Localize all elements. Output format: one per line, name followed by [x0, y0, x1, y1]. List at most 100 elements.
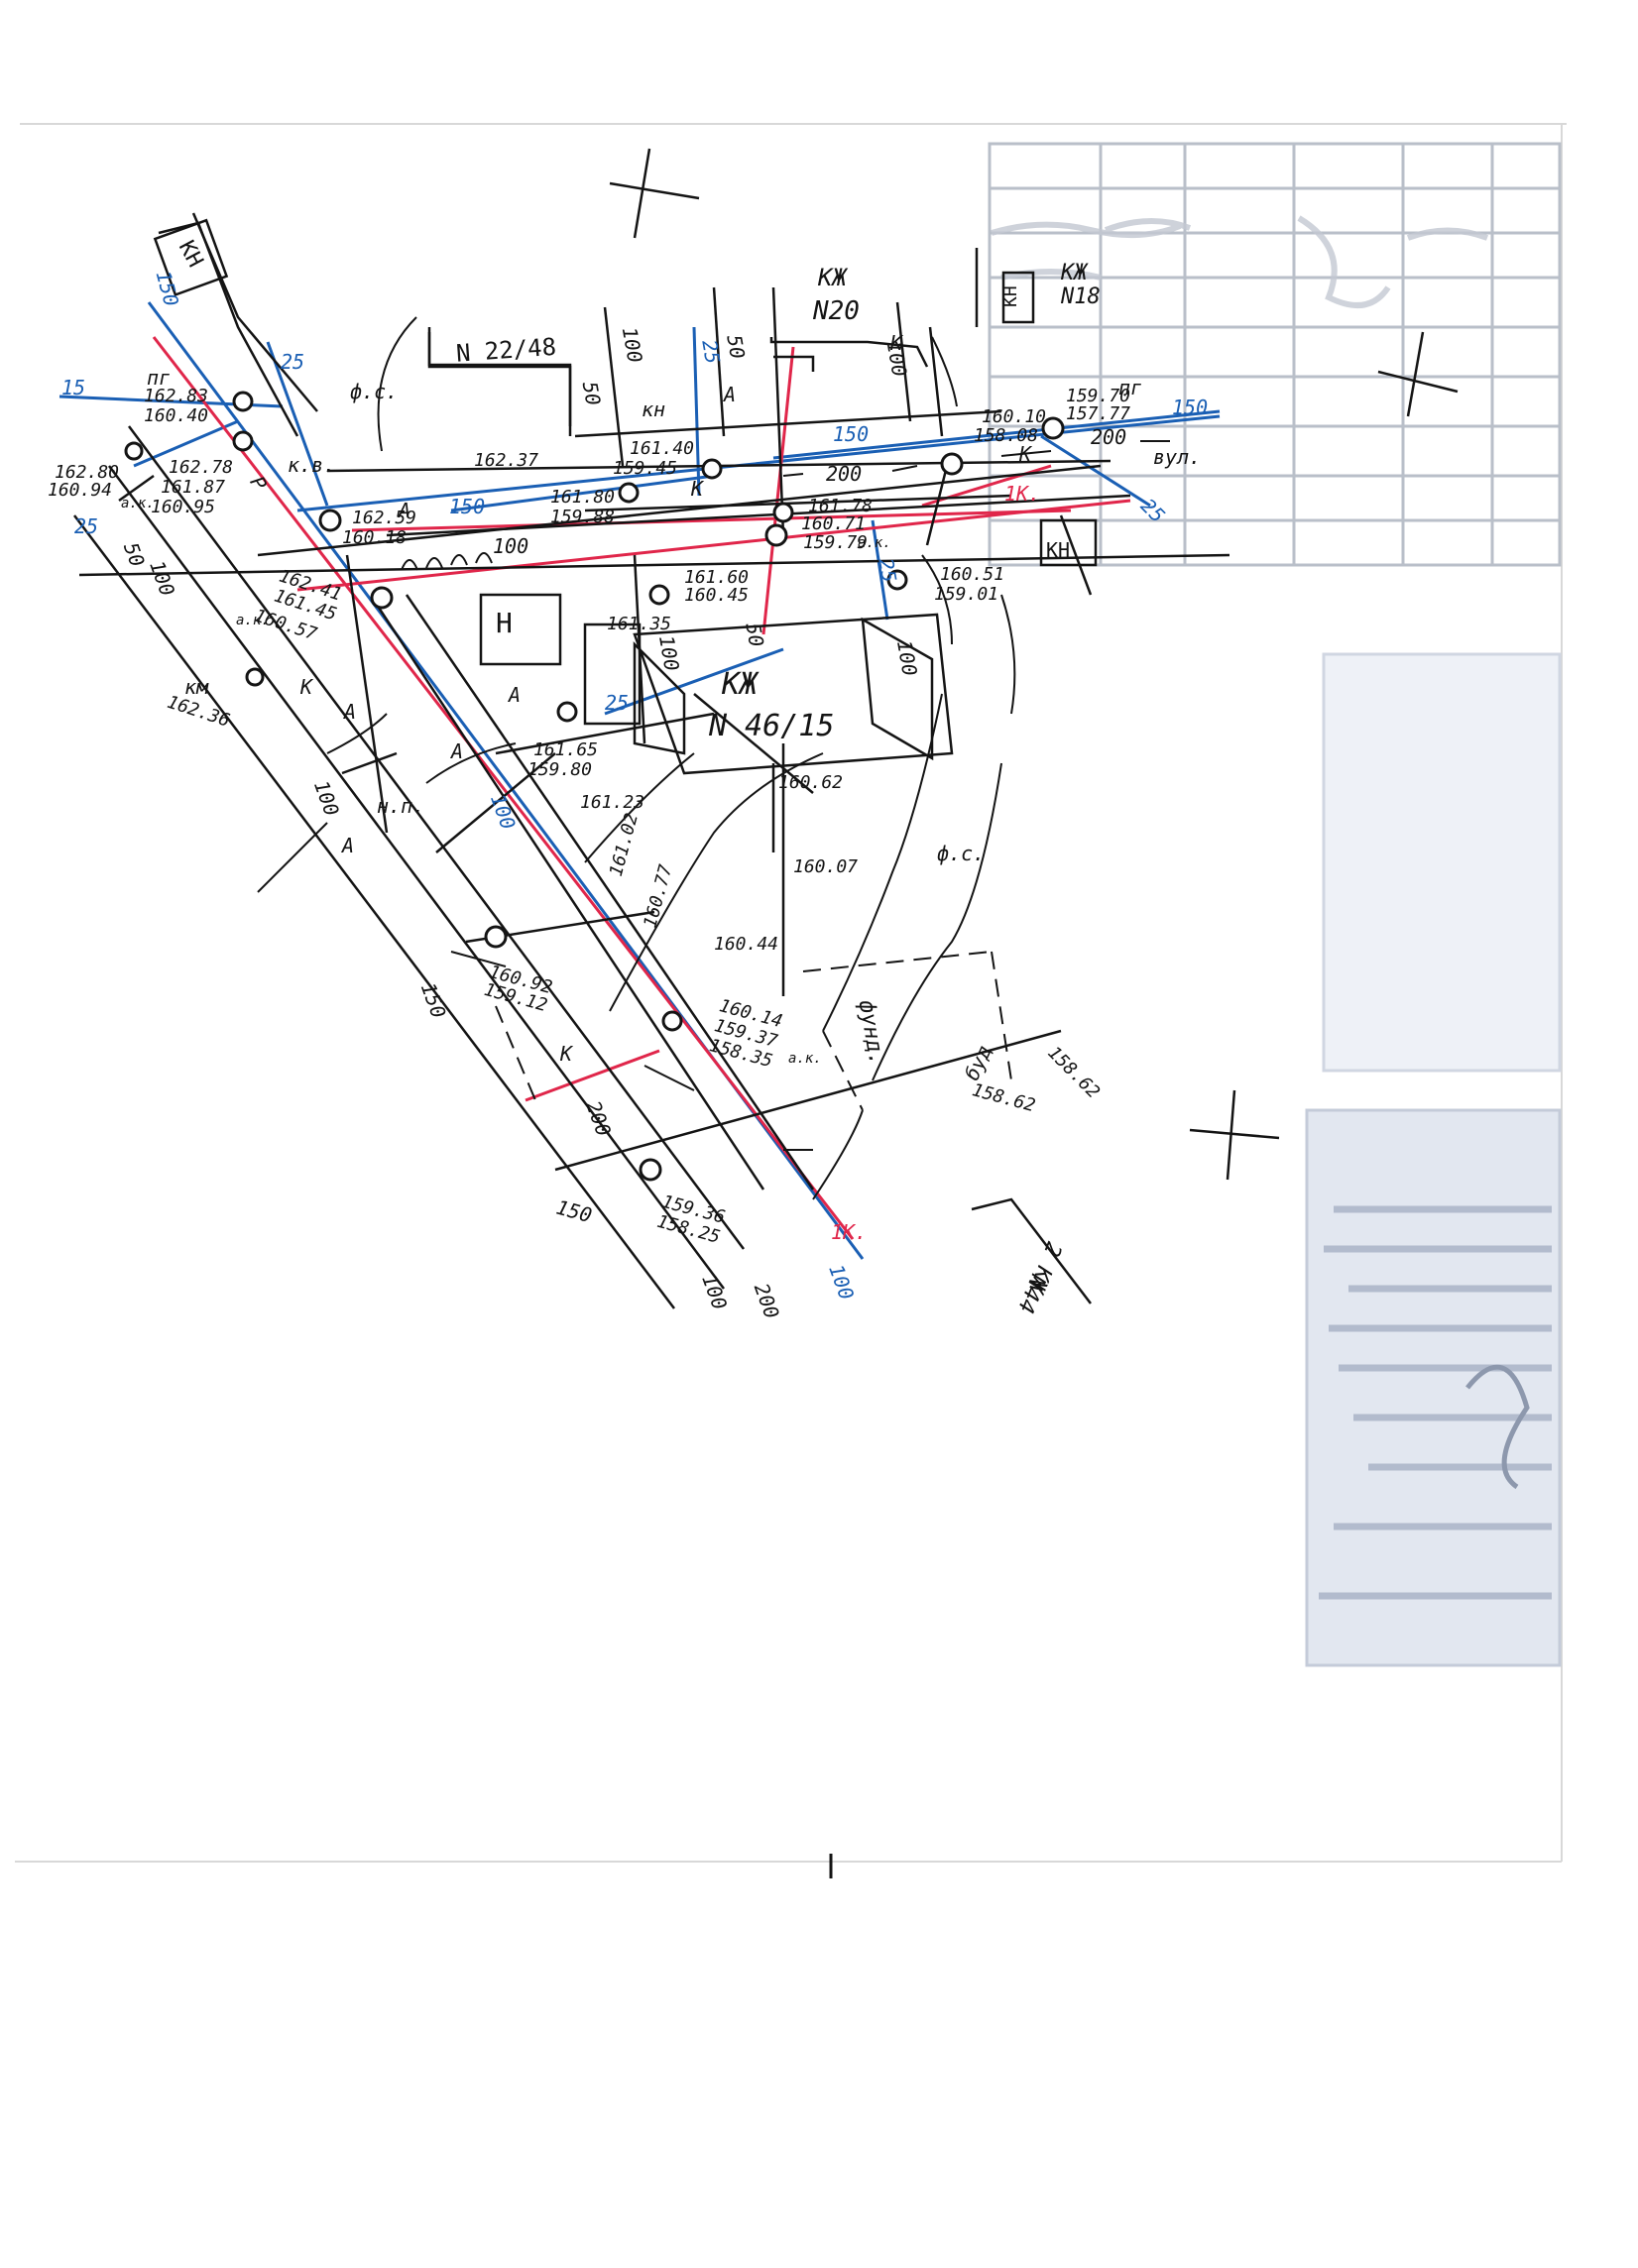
- building-labels: КН N 22/48 КЖ N20 КЖ N18 КН КН кн Н КЖ N…: [174, 237, 1101, 1316]
- building-outlines: [153, 218, 1098, 1304]
- elev-31: 161.65: [533, 739, 598, 760]
- elev-32: 159.80: [527, 759, 592, 780]
- elev-25: 160.10: [982, 406, 1046, 427]
- label-main-type: КЖ: [721, 667, 760, 702]
- elev-20: 160.45: [684, 585, 749, 606]
- pipe-d25-c: 25: [697, 338, 725, 366]
- elev-18: 159.88: [550, 507, 615, 527]
- label-kn-top-left: КН: [174, 237, 208, 272]
- sym-k5: К: [889, 331, 904, 355]
- street-and-parcel-lines: [73, 212, 1230, 1309]
- elev-19: 161.60: [684, 567, 749, 588]
- elev-36: 160.77: [640, 862, 676, 930]
- label-kn-mid: кн: [642, 397, 665, 421]
- elev-9: 160.18: [342, 527, 407, 548]
- sym-kv: к.в.: [288, 453, 335, 477]
- elev-2: 160.40: [144, 405, 208, 426]
- sym-a1: А: [397, 499, 410, 522]
- elev-35: 161.02: [606, 811, 643, 878]
- label-kzh-n18-type: КЖ: [1060, 261, 1089, 285]
- sheet-border: [15, 123, 1567, 1863]
- pipe-d100-i: 100: [697, 1271, 732, 1312]
- sym-k3: К: [1018, 442, 1033, 466]
- elev-34: 160.62: [778, 772, 843, 793]
- label-kn-n18: КН: [1000, 285, 1021, 307]
- sym-a6: А: [340, 834, 354, 857]
- symbol-labels: пг пг ф.с. ф.с. к.в. Р А А А А А А К К К…: [121, 331, 1201, 1244]
- pipe-d25-a: 25: [281, 350, 304, 374]
- faded-title-block: [988, 142, 1562, 567]
- elev-22: 161.78: [808, 496, 873, 516]
- sym-bud: буд: [960, 1042, 996, 1084]
- pipe-d100-b: 100: [493, 534, 528, 558]
- elev-3: 162.78: [169, 457, 233, 478]
- red-sewer-lines: [152, 336, 1131, 1240]
- elev-15: 161.40: [630, 438, 694, 459]
- sym-ak-d: а.к.: [788, 1051, 822, 1067]
- sym-k-red-a: 1К.: [1004, 482, 1040, 506]
- sym-ak-a: а.к.: [121, 496, 155, 511]
- pipe-d15: 15: [61, 376, 85, 399]
- sym-ak-c: а.к.: [858, 535, 891, 551]
- elev-28: 157.77: [1066, 403, 1130, 424]
- elev-45: 158.62: [970, 1079, 1037, 1116]
- label-kzh-n20-num: N20: [812, 296, 860, 326]
- sym-k-red-b: 1К.: [831, 1220, 867, 1244]
- pipe-d150-f: 150: [553, 1195, 594, 1228]
- pipe-d50-b: 50: [578, 380, 606, 407]
- elev-38: 160.44: [714, 934, 778, 955]
- sym-k1: К: [299, 675, 314, 699]
- elev-24: 159.79: [803, 532, 868, 553]
- elev-33: 161.23: [580, 792, 644, 813]
- sym-fs-a: ф.с.: [350, 380, 398, 403]
- elev-17: 161.80: [550, 487, 615, 508]
- sym-vul: вул.: [1153, 445, 1201, 469]
- label-main-num: N 46/15: [708, 709, 834, 743]
- sym-fs-b: ф.с.: [937, 842, 985, 865]
- tree-marks: [401, 552, 493, 571]
- elev-7: 160.94: [48, 480, 112, 501]
- faded-stamp: [1305, 652, 1562, 1667]
- sym-pg-b: пг: [1118, 376, 1142, 399]
- elev-23: 160.71: [801, 513, 866, 534]
- sym-k4: К: [559, 1042, 574, 1066]
- elev-10: 162.37: [474, 450, 538, 471]
- label-kzh-n20-type: КЖ: [817, 264, 848, 291]
- dashed-lines: [495, 951, 1012, 1111]
- sym-a5: А: [507, 683, 521, 707]
- sym-ak-b: а.к.: [236, 613, 270, 628]
- sym-k2: К: [690, 477, 705, 501]
- elev-44: 158.62: [1043, 1043, 1104, 1103]
- elev-5: 160.95: [151, 497, 215, 517]
- elev-27: 159.70: [1066, 386, 1130, 406]
- pipe-d25-f: 25: [605, 691, 629, 715]
- pipe-d200-b: 200: [1091, 425, 1126, 449]
- label-h-small: Н: [496, 607, 513, 639]
- registration-crosses: [609, 148, 1459, 1181]
- sym-np: н.п.: [377, 794, 424, 818]
- pipe-d50-c: 50: [722, 333, 750, 361]
- sym-r: Р: [245, 472, 272, 494]
- label-n22-48: N 22/48: [455, 333, 557, 368]
- pipe-d150-e: 150: [416, 979, 451, 1021]
- sym-a4: А: [449, 739, 463, 763]
- pipe-d100-g: 100: [486, 791, 521, 833]
- sym-km: км: [184, 675, 209, 699]
- contour-curves: [257, 316, 1016, 1200]
- elev-37: 160.07: [793, 856, 858, 877]
- label-kn-right: КН: [1046, 538, 1070, 562]
- pipe-d150-b: 150: [449, 495, 485, 518]
- arrow-marks: [450, 440, 1170, 1151]
- pipe-d200-d: 200: [581, 1097, 616, 1139]
- elev-29: 160.51: [940, 564, 1004, 585]
- sym-pg-a: пг: [147, 366, 171, 390]
- elev-1: 162.83: [144, 386, 208, 406]
- elev-6: 162.80: [55, 462, 119, 483]
- sym-a2: А: [722, 383, 736, 406]
- elev-16: 159.45: [613, 458, 677, 479]
- pipe-d100-c: 100: [618, 325, 647, 365]
- pipe-d150-c: 150: [833, 422, 869, 446]
- pipe-d25-e: 25: [874, 556, 901, 584]
- elev-26: 158.08: [974, 425, 1038, 446]
